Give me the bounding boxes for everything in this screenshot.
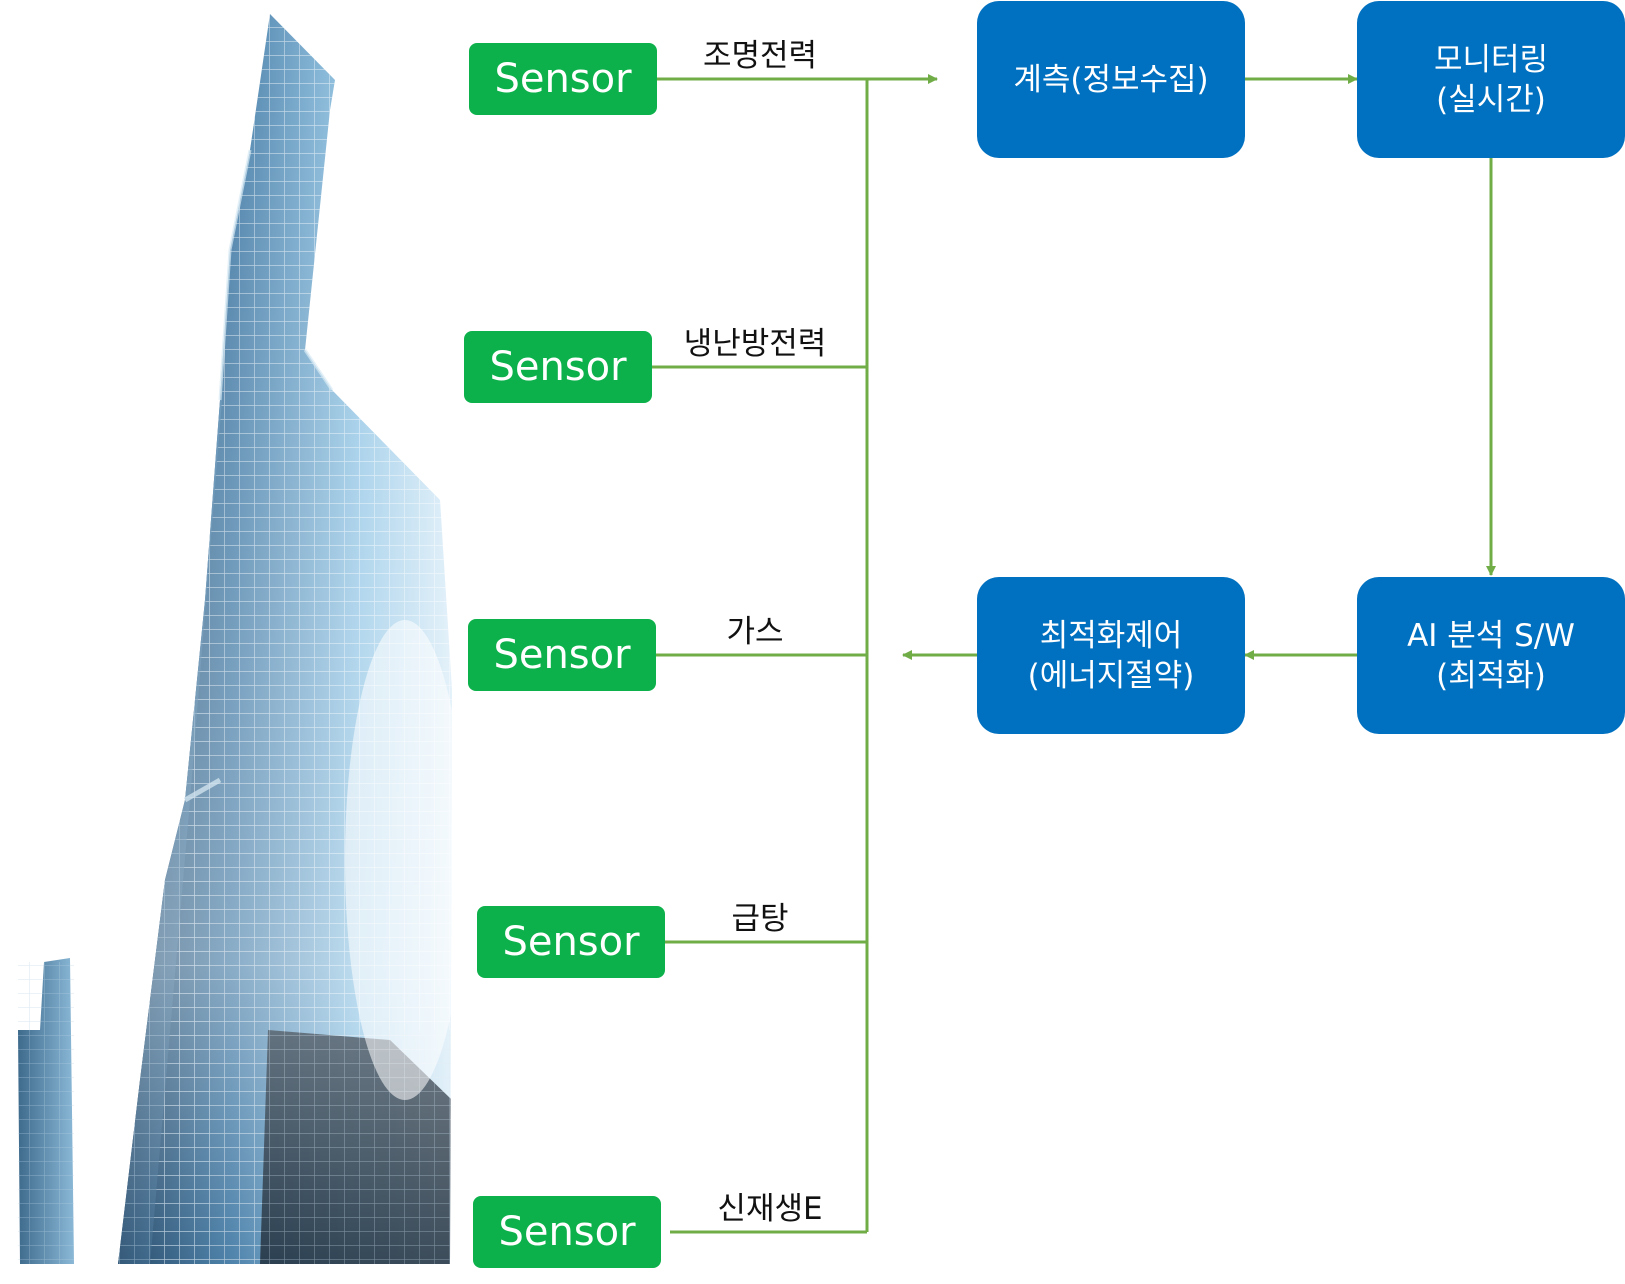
measure-box: 계측(정보수집) — [977, 1, 1245, 158]
sensor-box-4: Sensor — [477, 906, 665, 978]
optimization-control-box: 최적화제어 (에너지절약) — [977, 577, 1245, 734]
skyscraper-image — [18, 14, 452, 1264]
line-label-lighting: 조명전력 — [702, 38, 818, 74]
optimization-control-box-line2: (에너지절약) — [1027, 657, 1195, 694]
ai-analysis-box-line2: (최적화) — [1436, 657, 1546, 694]
measure-box-line1: 계측(정보수집) — [1013, 61, 1209, 98]
line-label-hot-water: 급탕 — [731, 901, 789, 937]
ai-analysis-box-line1: AI 분석 S/W — [1407, 617, 1575, 654]
sensor-box-1: Sensor — [469, 43, 657, 115]
line-label-hvac: 냉난방전력 — [683, 326, 827, 362]
optimization-control-box-line1: 최적화제어 — [1039, 617, 1183, 654]
line-label-renewable: 신재생E — [717, 1191, 823, 1227]
monitoring-box-line2: (실시간) — [1436, 81, 1546, 118]
ai-analysis-box: AI 분석 S/W (최적화) — [1357, 577, 1625, 734]
sensor-box-2: Sensor — [464, 331, 652, 403]
monitoring-box: 모니터링 (실시간) — [1357, 1, 1625, 158]
line-label-gas: 가스 — [726, 614, 784, 650]
background-building — [18, 958, 74, 1264]
sensor-box-5: Sensor — [473, 1196, 661, 1268]
sensor-box-3: Sensor — [468, 619, 656, 691]
monitoring-box-line1: 모니터링 — [1433, 41, 1549, 78]
